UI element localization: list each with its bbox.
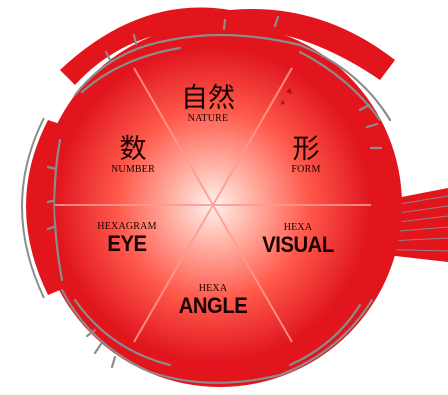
nature-caption: NATURE — [168, 113, 248, 124]
form-kanji: 形 — [266, 136, 346, 164]
number-kanji: 数 — [93, 136, 173, 164]
sector-angle: HEXA ANGLE — [163, 283, 263, 318]
eye-word: EYE — [81, 232, 173, 256]
sector-visual: HEXA VISUAL — [243, 222, 353, 257]
nature-kanji: 自然 — [168, 85, 248, 113]
sector-number: 数 NUMBER — [93, 136, 173, 175]
number-caption: NUMBER — [93, 164, 173, 175]
angle-word: ANGLE — [167, 294, 259, 318]
form-caption: FORM — [266, 164, 346, 175]
sector-eye: HEXAGRAM EYE — [77, 221, 177, 256]
sector-nature: 自然 NATURE — [168, 85, 248, 124]
visual-word: VISUAL — [247, 233, 348, 257]
sector-form: 形 FORM — [266, 136, 346, 175]
